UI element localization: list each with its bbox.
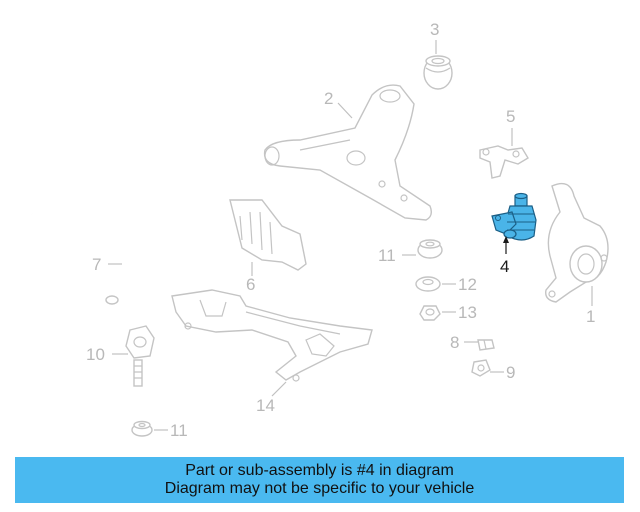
part-8-bolt[interactable] bbox=[477, 339, 495, 351]
part-11-bushing-lower[interactable] bbox=[131, 420, 153, 437]
part-6-cover[interactable] bbox=[229, 199, 307, 271]
callout-11-upper[interactable]: 11 bbox=[378, 246, 396, 265]
callout-1[interactable]: 1 bbox=[586, 307, 595, 326]
part-7-stabilizer-bar[interactable] bbox=[31, 212, 154, 305]
callout-9[interactable]: 9 bbox=[506, 363, 515, 382]
callout-12[interactable]: 12 bbox=[458, 275, 477, 294]
callout-5[interactable]: 5 bbox=[506, 107, 515, 126]
callout-6[interactable]: 6 bbox=[246, 275, 255, 294]
info-banner: Part or sub-assembly is #4 in diagram Di… bbox=[15, 457, 624, 503]
part-9-nut[interactable] bbox=[471, 359, 491, 377]
callout-10[interactable]: 10 bbox=[86, 345, 105, 364]
part-12-washer[interactable] bbox=[415, 276, 441, 292]
part-5-bracket[interactable] bbox=[479, 145, 529, 179]
banner-line-2: Diagram may not be specific to your vehi… bbox=[164, 480, 475, 497]
part-13-nut[interactable] bbox=[419, 305, 441, 321]
callout-4[interactable]: 4 bbox=[500, 257, 509, 276]
callout-3[interactable]: 3 bbox=[430, 20, 439, 39]
parts-diagram: 3 2 5 1 4 bbox=[31, 20, 609, 440]
callout-8[interactable]: 8 bbox=[450, 333, 459, 352]
callout-2[interactable]: 2 bbox=[324, 89, 333, 108]
part-10-stabilizer-link[interactable] bbox=[125, 325, 155, 387]
callout-13[interactable]: 13 bbox=[458, 303, 477, 322]
callout-11-lower[interactable]: 11 bbox=[170, 421, 188, 440]
part-4-ball-joint[interactable] bbox=[491, 192, 537, 241]
part-11-bushing-upper[interactable] bbox=[417, 239, 443, 259]
part-2-control-arm[interactable] bbox=[263, 84, 433, 221]
callout-14[interactable]: 14 bbox=[256, 396, 275, 415]
banner-line-1: Part or sub-assembly is #4 in diagram bbox=[185, 462, 454, 479]
part-3-bushing[interactable] bbox=[423, 55, 453, 90]
callout-7[interactable]: 7 bbox=[92, 255, 101, 274]
part-1-steering-knuckle[interactable] bbox=[545, 182, 609, 303]
part-14-subframe[interactable] bbox=[171, 289, 373, 382]
